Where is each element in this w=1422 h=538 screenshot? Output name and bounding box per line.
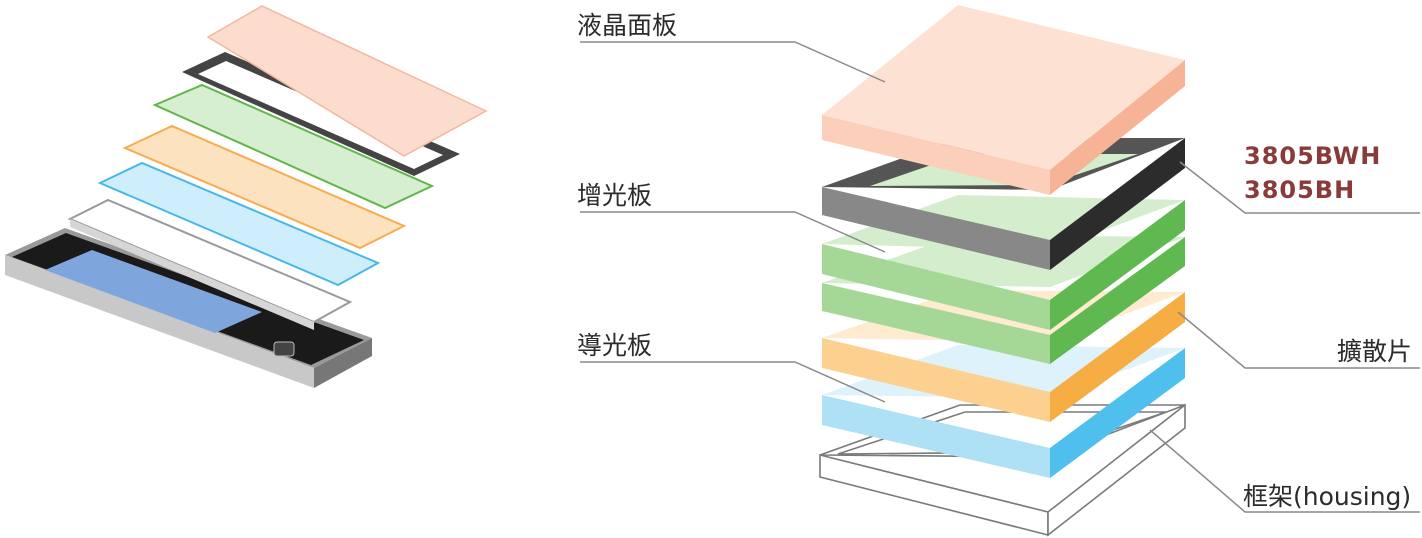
label-lcd-panel: 液晶面板 <box>577 11 678 40</box>
leader-line-housing <box>1149 429 1420 513</box>
phone-exploded-illustration <box>5 5 488 388</box>
label-housing: 框架(housing) <box>1243 482 1412 511</box>
leader-line-diffuser <box>1177 311 1420 369</box>
model-number-2: 3805BH <box>1244 176 1356 204</box>
label-diffuser: 擴散片 <box>1337 337 1413 366</box>
label-brightness-film: 增光板 <box>577 181 653 210</box>
model-number-1: 3805BWH <box>1244 142 1382 170</box>
phone-layer-green <box>152 83 435 210</box>
phone-layer-orange <box>122 124 407 250</box>
label-light-guide: 導光板 <box>577 331 653 360</box>
leader-line-brightness <box>580 211 886 253</box>
phone-body <box>5 228 372 388</box>
lcd-panel-layer <box>822 5 1185 195</box>
phone-layer-lcd <box>206 5 488 157</box>
phone-layer-blue <box>97 161 381 287</box>
phone-layer-white <box>67 198 353 324</box>
leader-line-lcd <box>580 41 886 83</box>
home-button-icon <box>273 341 295 357</box>
leader-line-model <box>1179 161 1420 214</box>
leader-line-guide <box>580 361 886 403</box>
